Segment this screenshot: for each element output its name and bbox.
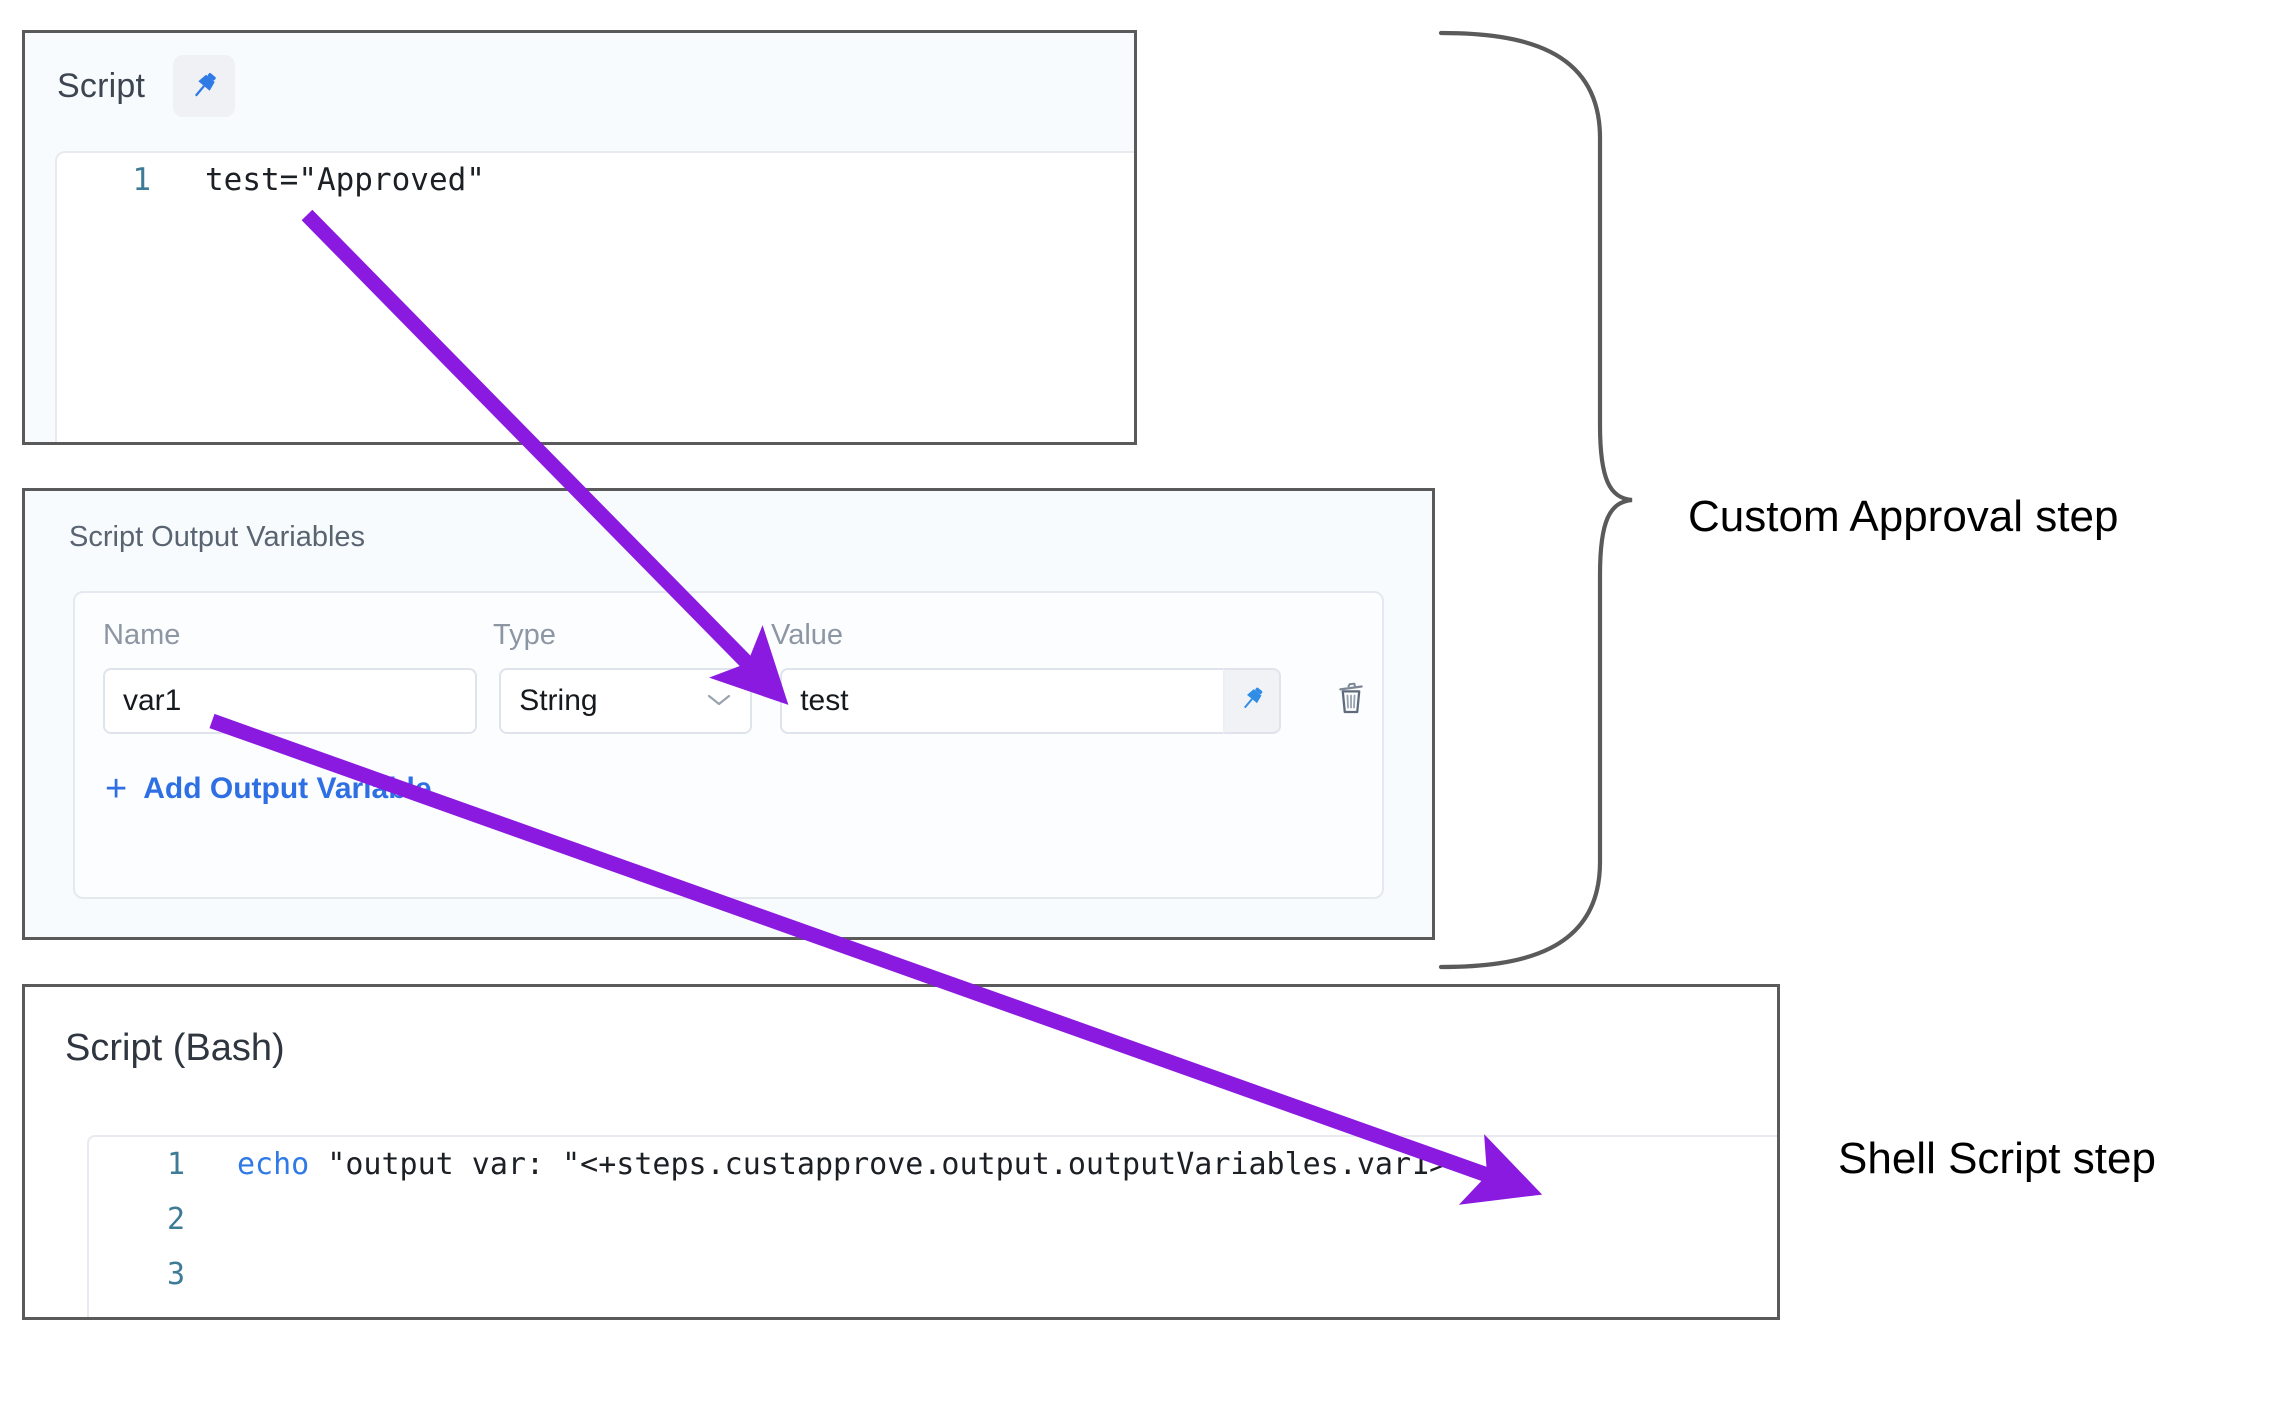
code-line-text: test="Approved" (205, 162, 485, 198)
output-variables-column-headers: Name Type Value (75, 593, 1382, 652)
script-panel-title: Script (57, 66, 146, 105)
code-line: 2 (89, 1192, 1777, 1247)
pin-icon (1237, 684, 1267, 719)
shell-script-step-label: Shell Script step (1838, 1134, 2156, 1183)
bash-script-panel: Script (Bash) 1 echo "output var: "<+ste… (22, 984, 1780, 1320)
add-output-variable-button[interactable]: + Add Output Variable (75, 734, 1382, 808)
script-panel-header: Script (25, 33, 1134, 133)
output-variables-card: Name Type Value var1 String test (73, 591, 1384, 899)
add-output-variable-label: Add Output Variable (143, 772, 432, 805)
delete-variable-button[interactable] (1319, 668, 1382, 734)
bash-code-editor[interactable]: 1 echo "output var: "<+steps.custapprove… (87, 1135, 1777, 1317)
code-keyword: echo (237, 1147, 310, 1182)
plus-icon: + (105, 768, 128, 810)
bash-script-title: Script (Bash) (65, 1027, 285, 1069)
variable-type-select[interactable]: String (499, 668, 753, 734)
code-line-number: 2 (166, 1202, 185, 1237)
column-header-name: Name (103, 619, 181, 651)
variable-value-text: test (800, 684, 849, 717)
variable-value-input[interactable]: test (780, 668, 1223, 734)
code-line: 1 echo "output var: "<+steps.custapprove… (89, 1137, 1777, 1192)
code-line-number: 1 (166, 1147, 185, 1182)
column-header-type: Type (493, 619, 556, 651)
variable-value-pin-button[interactable] (1222, 668, 1282, 734)
variable-name-value: var1 (123, 684, 182, 717)
script-code-editor[interactable]: 1 test="Approved" (55, 151, 1134, 442)
code-line: 1 test="Approved" (57, 153, 1134, 207)
code-line-number: 3 (166, 1257, 185, 1292)
trash-icon (1334, 680, 1368, 723)
custom-approval-step-label: Custom Approval step (1688, 492, 2119, 541)
curly-brace (1438, 30, 1633, 970)
script-output-variables-panel: Script Output Variables Name Type Value … (22, 488, 1435, 940)
code-line-text: "output var: "<+steps.custapprove.output… (309, 1147, 1448, 1182)
code-line: 3 (89, 1247, 1777, 1302)
script-panel: Script 1 test="Approved" (22, 30, 1137, 445)
column-header-value: Value (771, 619, 844, 651)
output-variables-title: Script Output Variables (69, 521, 366, 553)
pin-icon-button[interactable] (173, 55, 236, 117)
table-row: var1 String test (75, 652, 1382, 734)
variable-name-input[interactable]: var1 (103, 668, 478, 734)
variable-type-value: String (519, 684, 598, 717)
pin-icon (187, 69, 221, 103)
chevron-down-icon (706, 689, 732, 713)
code-line-number: 1 (132, 162, 151, 198)
